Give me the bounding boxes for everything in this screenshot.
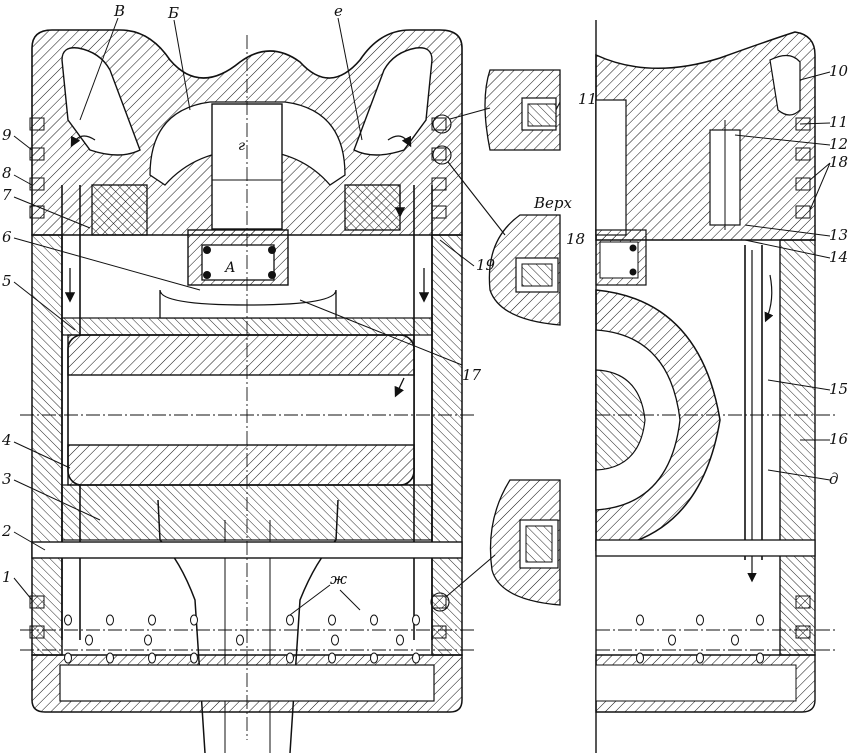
label-11-right: 11 [829,113,848,131]
piston-rings-right [431,117,447,639]
central-bore [211,103,283,230]
label-10: 10 [829,62,849,80]
label-15: 15 [829,380,848,398]
label-8: 8 [2,164,12,182]
bearing-insert [201,244,275,281]
label-a: А [224,260,236,276]
cooling-cavity-right [353,47,433,156]
connecting-rod [159,289,337,319]
label-9: 9 [2,126,12,144]
piston-pin-lower-wall [67,444,415,486]
label-14: 14 [829,248,848,266]
right-insert [344,184,401,231]
label-6: 6 [2,228,12,246]
side-crown [595,31,816,241]
text-labels: В Б е г А ж 9 8 7 6 5 4 3 2 1 10 11 12 1… [1,2,849,588]
label-2: 2 [1,522,12,540]
label-e: е [334,2,343,20]
label-17: 17 [462,366,482,384]
side-cooling-cavity [769,54,801,116]
side-bore [595,99,627,236]
label-18-right: 18 [829,153,848,171]
label-zh: ж [330,570,347,588]
label-g: г [238,138,245,154]
label-5: 5 [2,272,12,290]
label-b: Б [167,4,179,22]
detail-views [430,69,561,612]
connecting-rod-shank [157,499,339,753]
piston-rings-left [29,117,45,639]
label-18-detail: 18 [566,230,585,248]
label-1: 1 [2,568,12,586]
label-11-detail: 11 [578,90,597,108]
oil-flow-arrows [64,135,430,398]
label-13: 13 [829,226,848,244]
label-v: В [113,2,125,20]
label-d: д [829,470,839,488]
label-3: 3 [2,470,12,488]
leader-lines [13,17,831,616]
main-section-view [20,29,475,753]
oil-holes [64,614,420,664]
label-12: 12 [829,135,848,153]
piston-pin-upper-wall [67,334,415,376]
label-16: 16 [829,430,849,448]
side-section-view [595,20,835,753]
left-insert [91,184,148,236]
label-verh: Верх [533,194,573,212]
left-skirt-wall [31,234,63,656]
side-wall [779,239,816,656]
right-skirt-wall [431,234,463,656]
label-4: 4 [1,431,12,449]
label-7: 7 [2,186,12,204]
label-19: 19 [476,256,496,274]
